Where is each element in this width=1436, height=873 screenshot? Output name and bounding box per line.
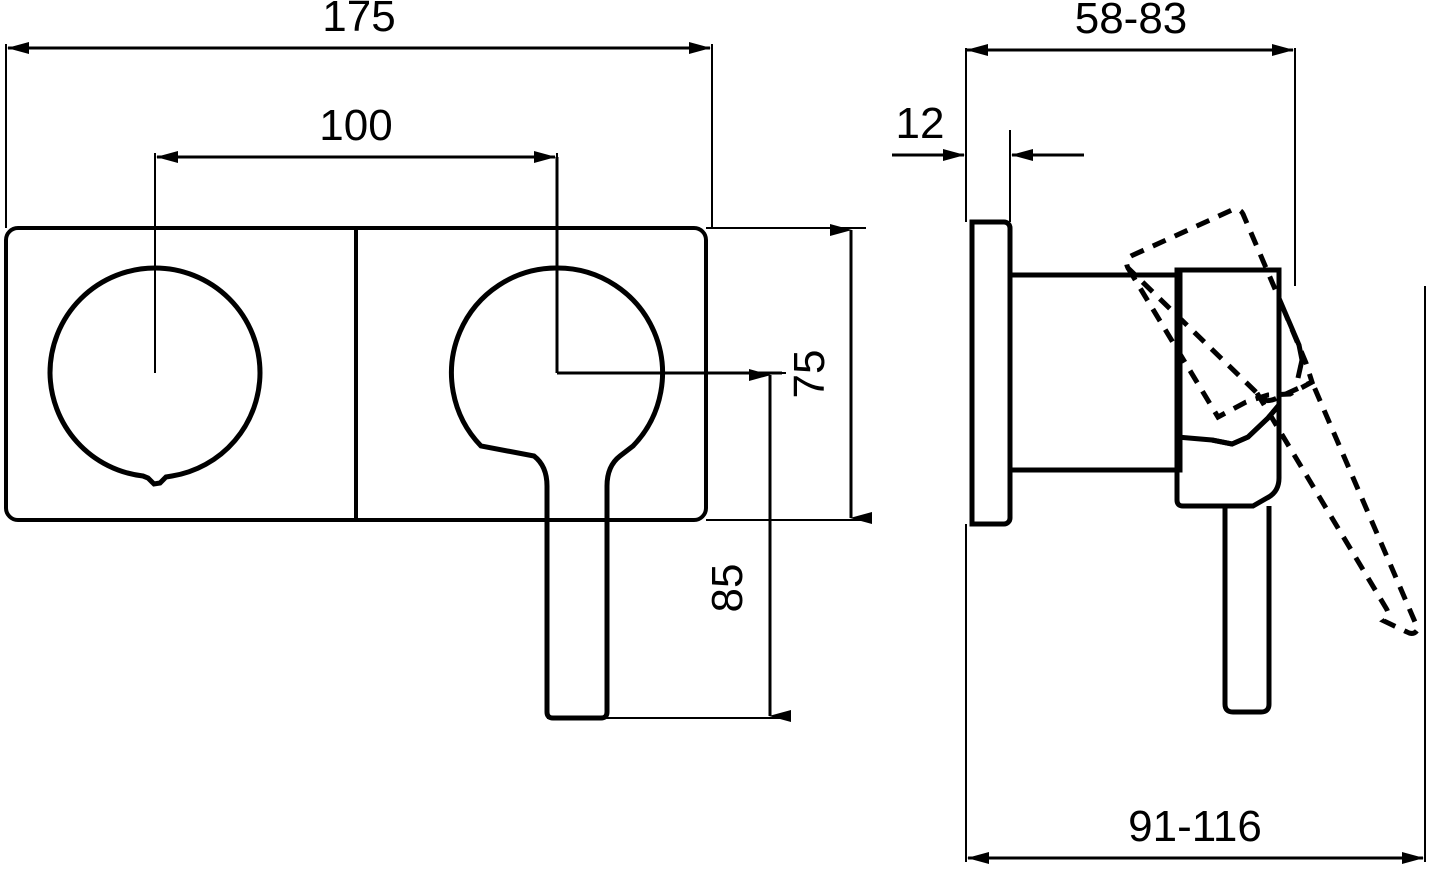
escutcheon-plate-outline (4, 226, 708, 522)
side-lever-stem-tilted-dashed (1254, 381, 1421, 636)
side-handle-knob-tilted-dashed (1124, 206, 1316, 403)
side-wall-plate (969, 219, 1013, 527)
side-view: 12 58-83 91-116 (892, 0, 1426, 864)
dim-label-handle-reach: 91-116 (1128, 802, 1262, 851)
dim-label-hole-spacing: 100 (319, 101, 392, 150)
dim-label-body-projection: 58-83 (1075, 0, 1188, 43)
dim-label-lever-drop: 85 (703, 564, 752, 613)
front-view: 175 100 75 85 (4, 0, 872, 722)
dim-label-overall-width: 175 (322, 0, 395, 41)
side-handle-notch (1176, 403, 1281, 447)
side-handle-knob (1174, 267, 1282, 509)
left-handle-circle (47, 265, 263, 487)
dim-label-plate-thickness: 12 (896, 99, 945, 148)
side-lever-stem (1222, 506, 1272, 715)
dim-label-plate-height: 75 (785, 350, 834, 399)
side-handle-notch-tilted-dashed (1125, 266, 1314, 421)
side-body-block (1010, 272, 1183, 473)
